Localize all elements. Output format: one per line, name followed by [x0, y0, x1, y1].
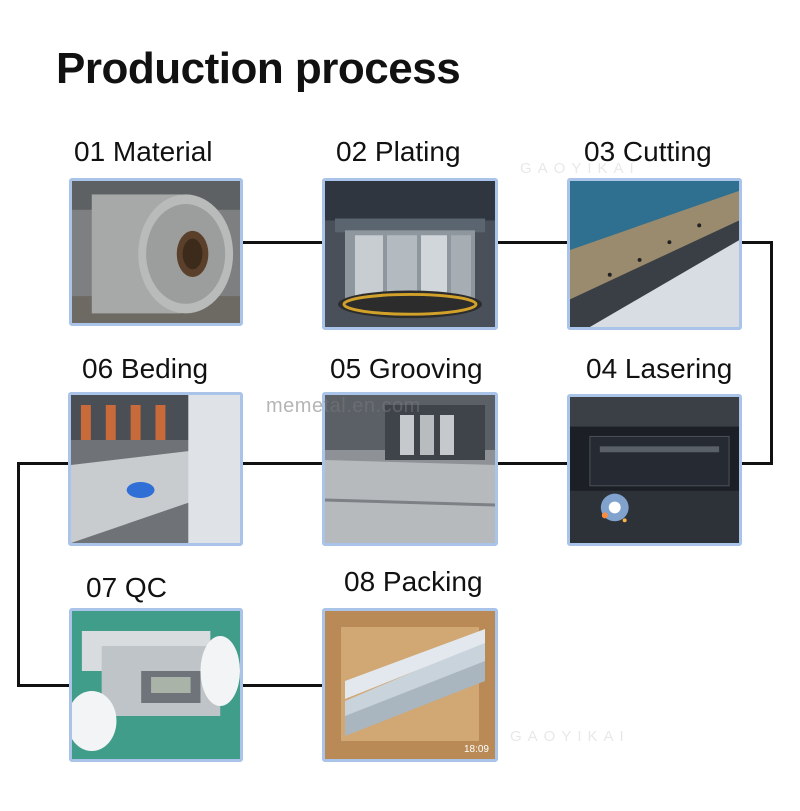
- connector-4-5: [496, 462, 568, 465]
- photo-plating: [322, 178, 498, 330]
- step-label-beding: 06 Beding: [82, 353, 209, 384]
- step-label-packing: 08 Packing: [344, 566, 483, 597]
- connector-left-vertical: [17, 462, 20, 687]
- photo-material: [69, 178, 243, 326]
- step-label-grooving: 05 Grooving: [330, 353, 483, 384]
- connector-right-4: [741, 462, 773, 465]
- photo-packing: 18:09: [322, 608, 498, 762]
- step-label-cutting: 03 Cutting: [584, 136, 712, 167]
- photo-beding: [68, 392, 243, 546]
- connector-2-3: [496, 241, 568, 244]
- step-label-qc: 07 QC: [86, 572, 167, 603]
- photo-qc: [69, 608, 243, 762]
- timestamp-badge: 18:09: [463, 744, 489, 755]
- photo-grooving: [322, 392, 498, 546]
- step-label-plating: 02 Plating: [336, 136, 461, 167]
- connector-left-7: [17, 684, 69, 687]
- watermark-text: memetal.en.com: [266, 395, 421, 417]
- watermark-logo-top: GAOYIKAI: [520, 160, 640, 177]
- connector-right-vertical: [770, 241, 773, 465]
- page-title: Production process: [56, 44, 461, 93]
- photo-lasering: [567, 394, 742, 546]
- connector-1-2: [242, 241, 324, 244]
- watermark-logo-bottom: GAOYIKAI: [510, 728, 630, 745]
- connector-3-right: [741, 241, 773, 244]
- step-label-lasering: 04 Lasering: [586, 353, 733, 384]
- connector-5-6: [242, 462, 324, 465]
- photo-cutting: [567, 178, 742, 330]
- step-label-material: 01 Material: [74, 136, 213, 167]
- connector-6-left: [17, 462, 69, 465]
- connector-7-8: [242, 684, 324, 687]
